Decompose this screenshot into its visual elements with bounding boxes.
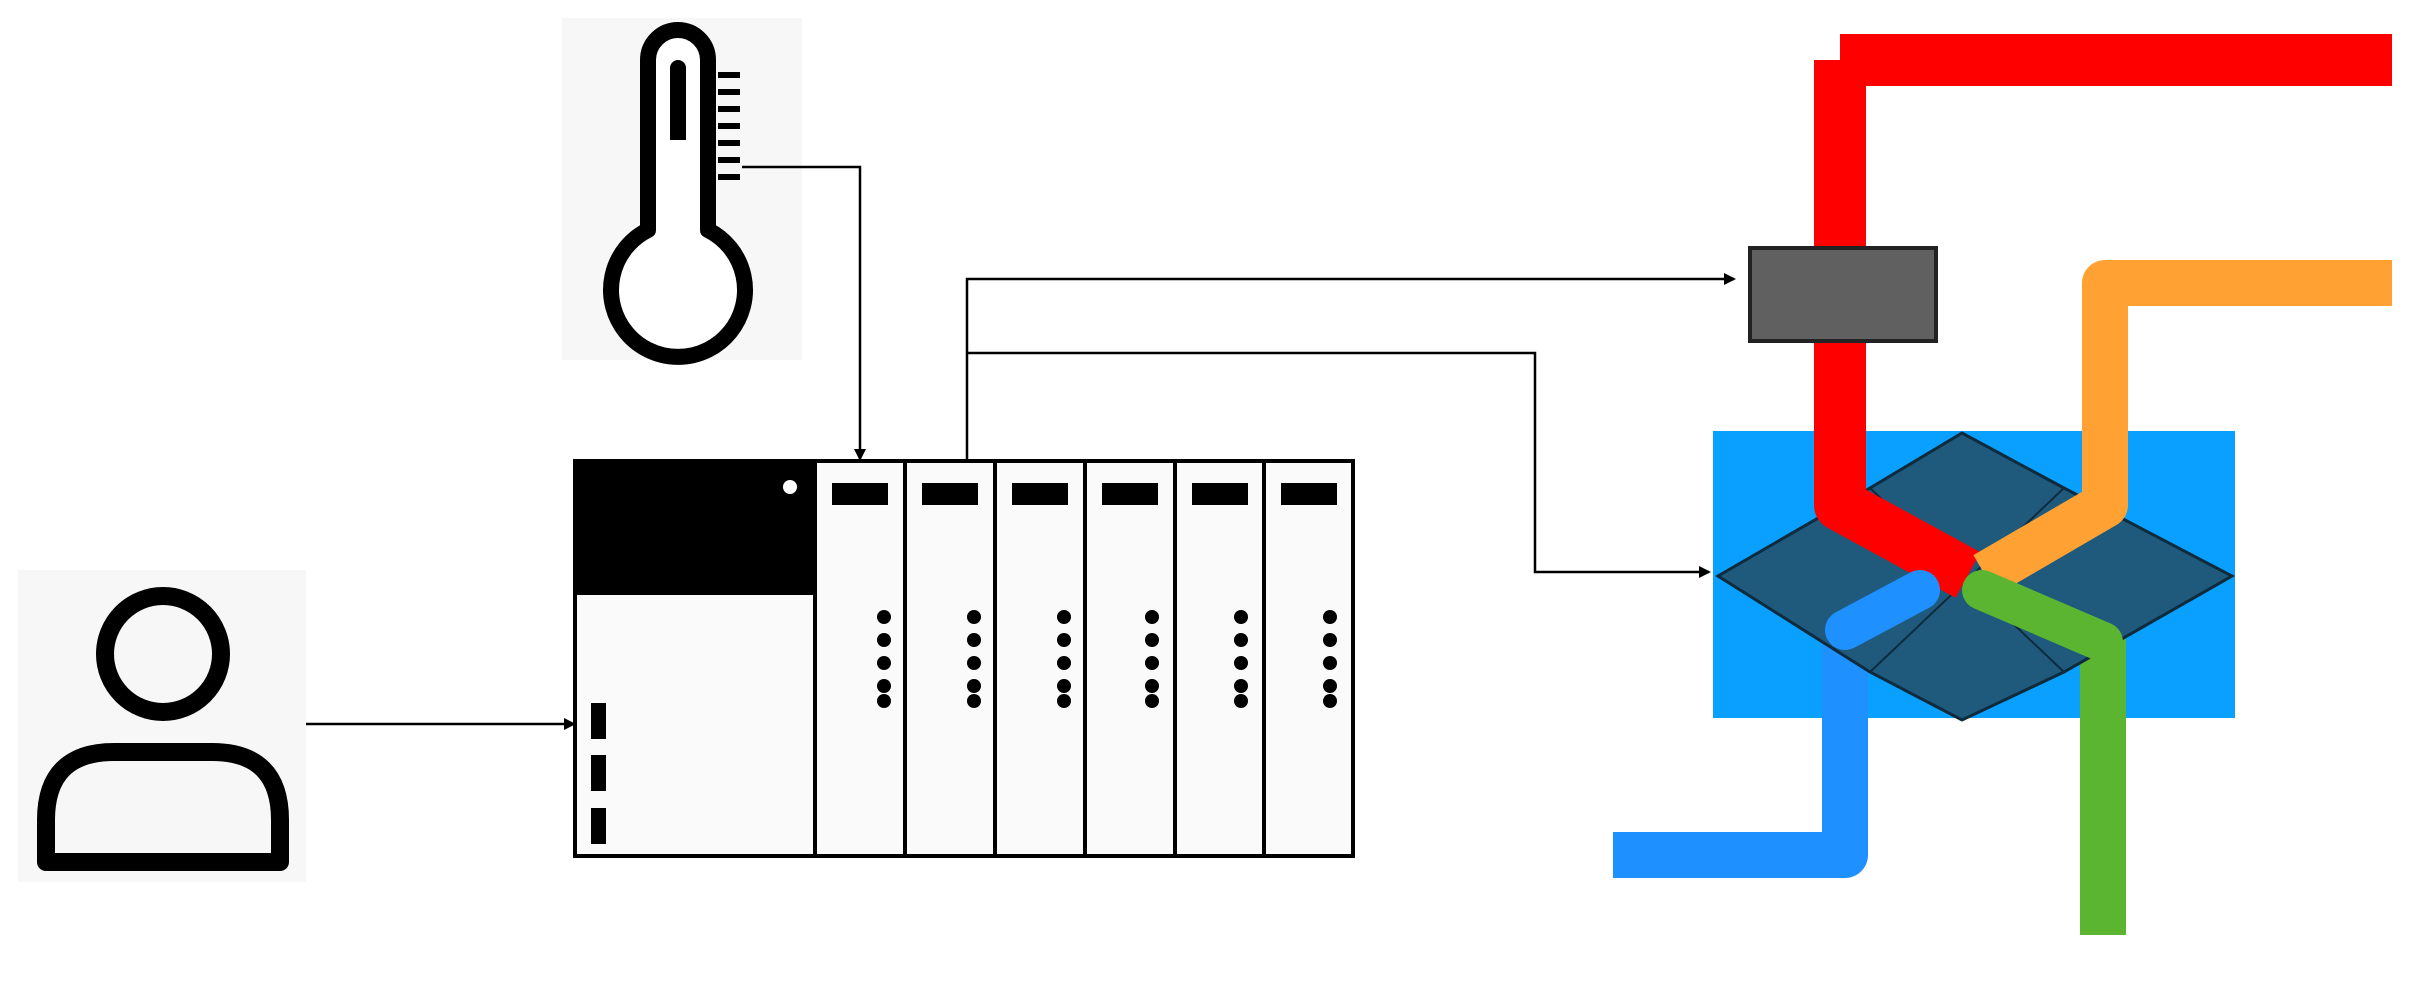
plc-io-module <box>1173 459 1266 858</box>
plc-io-module <box>903 459 997 858</box>
flow-actuator <box>1748 246 1938 343</box>
person-icon <box>18 570 306 882</box>
arrow-plc-to-valve <box>967 351 1711 578</box>
mixing-valve <box>1613 34 2392 935</box>
plc-io-module <box>1083 459 1177 858</box>
plc-io-module <box>1262 459 1355 858</box>
thermometer-icon <box>562 18 802 365</box>
plc-rack <box>573 459 1355 858</box>
plc-io-module <box>813 459 907 858</box>
plc-io-module <box>993 459 1087 858</box>
arrow-sensor-to-plc <box>742 165 866 461</box>
arrow-plc-to-actuator <box>965 273 1736 461</box>
